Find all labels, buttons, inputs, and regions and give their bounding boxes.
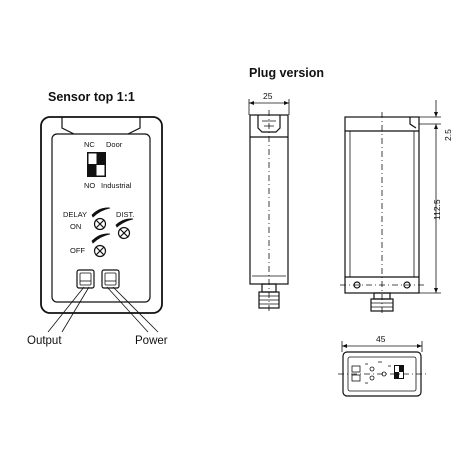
dim-25-arrows [249, 101, 289, 105]
delay-off-knob [93, 244, 107, 258]
delay-off-arc-icon [91, 233, 111, 244]
dist-arc-icon [115, 218, 134, 228]
power-led-frame [101, 269, 120, 289]
label-on: ON [70, 222, 81, 231]
label-dist: DIST. [116, 210, 134, 219]
output-callout-line-b [61, 286, 90, 333]
sensor-housing-outer [40, 116, 163, 314]
label-no: NO [84, 181, 95, 190]
hinge-tabs [61, 117, 141, 135]
label-off: OFF [70, 246, 85, 255]
sensor-top-view: NC Door NO Industrial DELAY ON OFF DIST. [40, 116, 163, 333]
sensor-panel-inner [51, 133, 151, 303]
dip-switch-2-slot [96, 165, 105, 176]
power-label: Power [135, 335, 168, 347]
dim-bottom-width: 45 [376, 334, 386, 344]
plug-bottom-view: 45 [338, 334, 426, 397]
dip-switch[interactable] [87, 152, 106, 177]
delay-off-potentiometer[interactable] [93, 244, 107, 258]
label-nc: NC [84, 140, 95, 149]
front-top-tab [409, 117, 417, 129]
label-delay: DELAY [63, 210, 87, 219]
dim-front-height: 112.5 [432, 199, 442, 220]
bottom-pot-2 [369, 375, 375, 381]
bottom-dip-slot-1 [395, 366, 399, 372]
dim-front-top: 2.5 [443, 129, 453, 141]
output-led-window [79, 272, 92, 286]
delay-off-knob-cross [95, 246, 105, 256]
output-callout-line-a [47, 286, 85, 333]
plug-side-view: 25 [248, 91, 290, 313]
power-led-window [104, 272, 117, 286]
dim-side-width: 25 [263, 91, 273, 101]
bottom-pot-1 [369, 366, 375, 372]
distance-knob [117, 226, 131, 240]
power-callout-line-b [112, 286, 159, 333]
label-industrial: Industrial [101, 181, 132, 190]
bottom-print-marks [365, 361, 391, 384]
delay-on-knob [93, 217, 107, 231]
power-led [101, 269, 120, 289]
bottom-led-2 [351, 374, 361, 382]
output-label: Output [27, 335, 62, 347]
bottom-led-1 [351, 365, 361, 373]
delay-arc-icon [91, 207, 111, 218]
bottom-dip-slot-2 [399, 372, 403, 378]
delay-on-potentiometer[interactable] [93, 217, 107, 231]
distance-potentiometer[interactable] [117, 226, 131, 240]
power-callout-line-a [106, 286, 149, 333]
dip-switch-1-slot [88, 153, 97, 164]
plug-version-heading: Plug version [249, 66, 324, 80]
sensor-top-heading: Sensor top 1:1 [48, 90, 135, 104]
output-led [76, 269, 95, 289]
label-door: Door [106, 140, 123, 149]
output-led-frame [76, 269, 95, 289]
plug-front-view: 2.5 112.5 [340, 100, 453, 315]
distance-knob-cross [119, 228, 129, 238]
delay-on-knob-cross [95, 219, 105, 229]
